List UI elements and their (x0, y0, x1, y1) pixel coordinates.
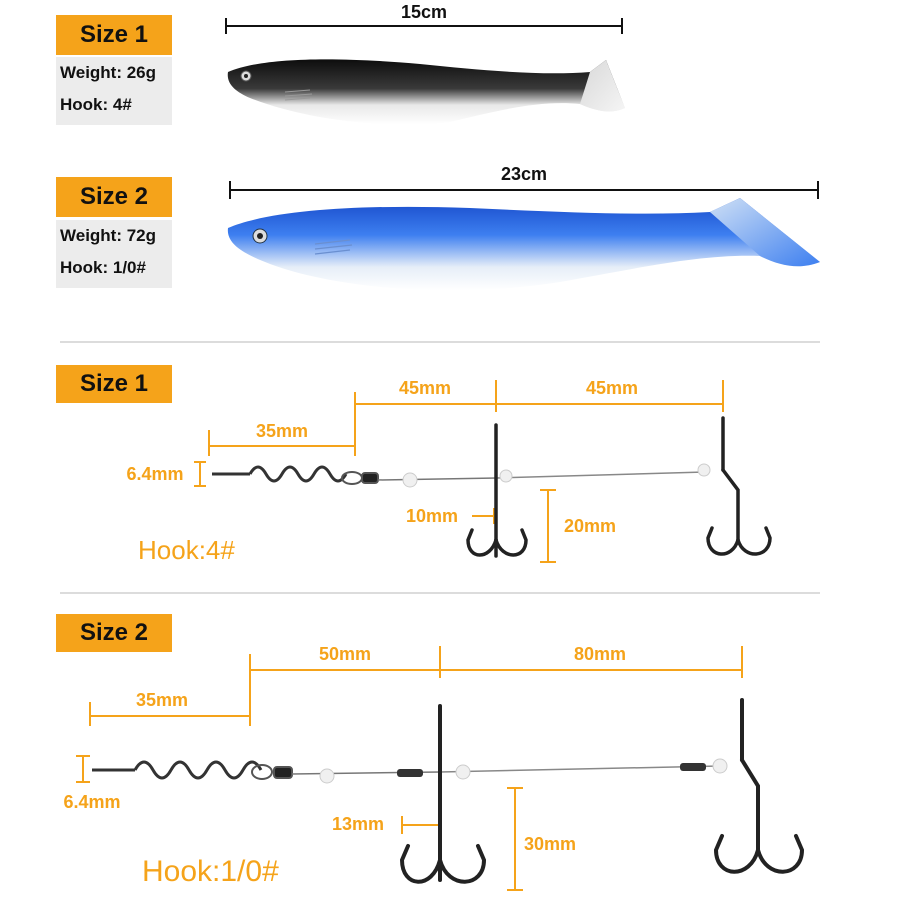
lure2-length-label: 23cm (501, 164, 547, 184)
rig1-hook-height-dim: 20mm (564, 516, 616, 536)
rig1-diagram: 35mm 45mm 45mm 6.4mm 10mm 20mm (126, 378, 772, 563)
lure1-hook: Hook: 4# (60, 95, 132, 114)
rig2-hook-label: Hook:1/0# (142, 855, 279, 888)
lure2-size-badge: Size 2 (56, 177, 172, 217)
lure1-length-dim: 15cm (225, 2, 623, 34)
rig1-hook-label: Hook:4# (138, 535, 235, 565)
rig2-diameter-dim: 6.4mm (63, 792, 120, 812)
lure1-size-badge: Size 1 (56, 15, 172, 55)
rig1-seg2-dim: 45mm (586, 378, 638, 398)
lure1-image (227, 59, 625, 125)
rig1-screw-dim: 35mm (256, 421, 308, 441)
lure1-weight: Weight: 26g (60, 63, 157, 82)
lure2-hook: Hook: 1/0# (60, 258, 146, 277)
rig2-seg1-dim: 50mm (319, 644, 371, 664)
rig2-screw-dim: 35mm (136, 690, 188, 710)
rig1-diameter-dim: 6.4mm (126, 464, 183, 484)
rig1-seg1-dim: 45mm (399, 378, 451, 398)
lure2-spec-panel: Weight: 72g Hook: 1/0# (56, 220, 172, 288)
rig2-size-badge: Size 2 (56, 614, 172, 652)
rig2-diagram: 35mm 50mm 80mm 6.4mm 13mm 30mm (63, 644, 805, 891)
rig1-size-badge: Size 1 (56, 365, 172, 403)
lure1-spec-panel: Weight: 26g Hook: 4# (56, 57, 172, 125)
lure2-image (227, 198, 821, 291)
lure1-length-label: 15cm (401, 2, 447, 22)
rig2-shank-dim: 13mm (332, 814, 384, 834)
lure2-length-dim: 23cm (229, 164, 819, 199)
lure2-weight: Weight: 72g (60, 226, 157, 245)
rig2-seg2-dim: 80mm (574, 644, 626, 664)
rig1-shank-dim: 10mm (406, 506, 458, 526)
rig2-hook-height-dim: 30mm (524, 834, 576, 854)
